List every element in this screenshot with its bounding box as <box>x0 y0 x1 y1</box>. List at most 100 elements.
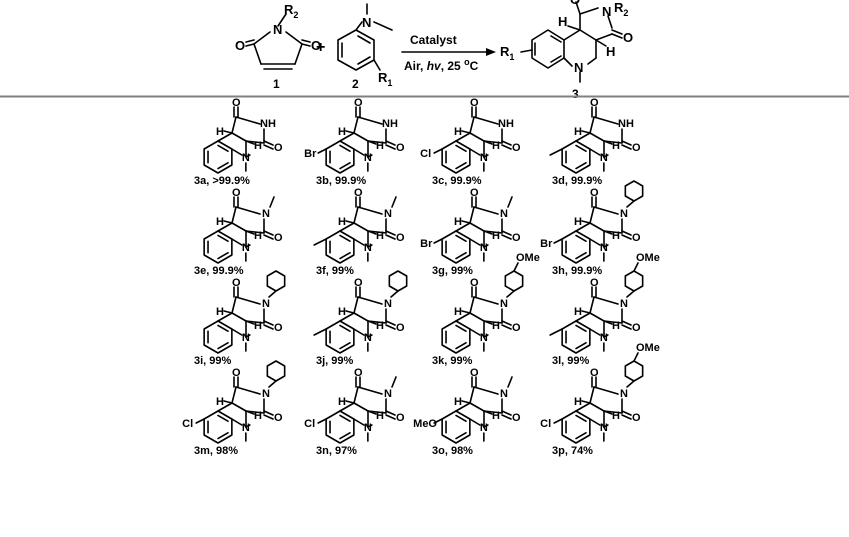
stereo-h-bottom: H <box>254 410 262 422</box>
compound-caption: 3i, 99% <box>194 355 232 367</box>
compound-caption: 3b, 99.9% <box>316 175 366 187</box>
carbonyl-o-top: O <box>232 277 241 289</box>
wedge-bond <box>483 410 493 415</box>
amine-n: N <box>242 332 250 344</box>
plus-sign: + <box>316 39 325 56</box>
stereo-h-top: H <box>574 126 582 138</box>
carbonyl-o-top: O <box>470 97 479 109</box>
carbonyl-o-right: O <box>512 142 521 154</box>
stereo-h-bottom: H <box>612 140 620 152</box>
wedge-bond <box>223 220 233 224</box>
stereo-h-bottom: H <box>376 140 384 152</box>
amine-n: N <box>600 242 608 254</box>
wedge-bond <box>603 410 613 415</box>
carbonyl-o-right: O <box>396 232 405 244</box>
amine-n: N <box>480 152 488 164</box>
product-label: 3 <box>572 87 579 101</box>
stereo-h-bottom: H <box>376 230 384 242</box>
amine-n: N <box>480 422 488 434</box>
carbonyl-o-right: O <box>512 232 521 244</box>
wedge-bond <box>367 410 377 415</box>
arrow-conditions: Air, hv, 25 oC <box>404 57 479 73</box>
reactant-1-maleimide: N O O R2 1 <box>235 2 321 91</box>
carbonyl-o-top: O <box>590 367 599 379</box>
stereo-h-top: H <box>454 216 462 228</box>
imide-n: N <box>620 298 628 310</box>
wedge-bond <box>245 140 255 145</box>
product-n-imide: N <box>602 4 611 19</box>
wedge-bond <box>345 400 355 404</box>
imide-n: N <box>620 208 628 220</box>
aryl-substituent: Br <box>540 238 553 250</box>
wedge-bond <box>461 130 471 134</box>
imide-n: N <box>262 298 270 310</box>
product-n-amine: N <box>574 60 583 75</box>
carbonyl-o-top: O <box>470 367 479 379</box>
imide-n: N <box>620 388 628 400</box>
compound-caption: 3g, 99% <box>432 265 473 277</box>
amine-n: N <box>242 242 250 254</box>
amine-n: N <box>364 242 372 254</box>
aryl-substituent: Cl <box>420 148 431 160</box>
n-aryl-ring <box>624 180 644 202</box>
stereo-h-top: H <box>338 306 346 318</box>
imide-nh: NH <box>382 118 398 130</box>
reaction-arrow: Catalyst Air, hv, 25 oC <box>401 33 496 73</box>
compound-caption: 3o, 98% <box>432 445 473 457</box>
amine-n: N <box>242 422 250 434</box>
wedge-bond <box>603 320 613 325</box>
stereo-h-bottom: H <box>254 320 262 332</box>
carbonyl-o-right: O <box>632 322 641 334</box>
carbonyl-o-top: O <box>232 367 241 379</box>
product-h-right: H <box>606 44 615 59</box>
imide-nh: NH <box>618 118 634 130</box>
carbonyl-o-top: O <box>354 187 363 199</box>
reactant-1-r2: R2 <box>284 2 298 20</box>
stereo-h-bottom: H <box>612 410 620 422</box>
stereo-h-top: H <box>454 126 462 138</box>
wedge-bond <box>245 320 255 325</box>
carbonyl-o-right: O <box>396 142 405 154</box>
aryl-substituent: Cl <box>304 418 315 430</box>
wedge-bond <box>603 140 613 145</box>
stereo-h-top: H <box>574 306 582 318</box>
product-r2: R2 <box>614 0 628 18</box>
compound-caption: 3m, 98% <box>194 445 238 457</box>
amine-n: N <box>600 152 608 164</box>
wedge-bond <box>581 220 591 224</box>
wedge-bond <box>367 320 377 325</box>
stereo-h-bottom: H <box>612 320 620 332</box>
carbonyl-o-right: O <box>274 322 283 334</box>
carbonyl-o-top: O <box>232 187 241 199</box>
imide-nh: NH <box>498 118 514 130</box>
carbonyl-o-right: O <box>632 232 641 244</box>
n-aryl-ring <box>504 270 524 292</box>
wedge-bond <box>603 230 613 235</box>
carbonyl-o-right: O <box>274 142 283 154</box>
stereo-h-top: H <box>338 396 346 408</box>
stereo-h-top: H <box>574 216 582 228</box>
stereo-h-bottom: H <box>492 140 500 152</box>
wedge-bond <box>581 130 591 134</box>
imide-n: N <box>262 388 270 400</box>
methoxy-label: OMe <box>636 252 660 264</box>
carbonyl-o-right: O <box>512 412 521 424</box>
imide-n: N <box>500 298 508 310</box>
stereo-h-bottom: H <box>376 410 384 422</box>
wedge-bond <box>223 310 233 314</box>
carbonyl-o-right: O <box>274 232 283 244</box>
methoxy-label: OMe <box>636 342 660 354</box>
wedge-bond <box>245 230 255 235</box>
compound-caption: 3e, 99.9% <box>194 265 244 277</box>
